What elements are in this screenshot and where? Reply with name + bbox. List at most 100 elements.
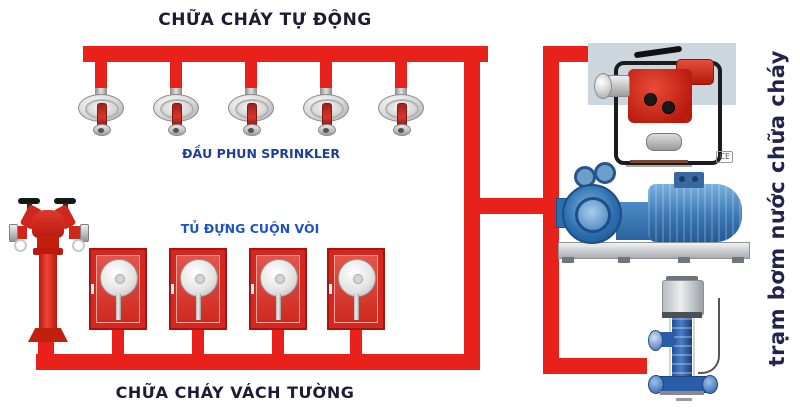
pipe-cabinet-riser xyxy=(192,324,204,356)
sprinkler-head xyxy=(78,88,124,144)
cabinet-handle xyxy=(91,284,94,294)
pump-stage-rings xyxy=(672,318,692,380)
cabinet-window xyxy=(96,255,140,323)
hydrant-flange xyxy=(33,248,63,255)
hose-reel-arm xyxy=(196,294,201,320)
hose-reel-cabinet xyxy=(169,248,227,330)
cabinet-handle xyxy=(171,284,174,294)
cabinet-window xyxy=(176,255,220,323)
hose-reel xyxy=(180,259,218,297)
pump-tie-rod xyxy=(669,318,671,380)
hydrant-collar xyxy=(37,236,59,249)
ce-mark: CE xyxy=(716,151,733,163)
hydrant-outlet-cap xyxy=(80,224,89,242)
photo-caption-line xyxy=(630,160,688,163)
pipe-bridge xyxy=(464,198,559,214)
electric-motor xyxy=(648,184,742,242)
sprinkler-orifice xyxy=(248,128,254,133)
hose-reel-arm xyxy=(354,294,359,320)
sprinkler-stem xyxy=(170,88,182,97)
pump-stage-column xyxy=(672,318,692,380)
pump-foot xyxy=(732,257,744,263)
hydrant-base xyxy=(28,328,68,342)
hose-cabinet-label: TỦ ĐỰNG CUỘN VÒI xyxy=(180,221,320,236)
sprinkler-stem xyxy=(395,88,407,97)
pipe-pump-header xyxy=(543,46,559,374)
hydrant-valve-handle xyxy=(18,198,40,204)
pipe-cabinet-riser xyxy=(350,324,362,356)
pump-foot xyxy=(562,257,574,263)
sprinkler-stem xyxy=(95,88,107,97)
hose-reel-cabinet xyxy=(327,248,385,330)
pump-gauge xyxy=(662,101,675,114)
sprinkler-stem xyxy=(245,88,257,97)
pump-tie-rod xyxy=(693,318,695,380)
sprinkler-head xyxy=(378,88,424,144)
pump-outlet-cap xyxy=(594,73,612,99)
pipe-stub-multistage xyxy=(543,358,647,374)
hydrant-column xyxy=(39,254,57,330)
hose-reel xyxy=(338,259,376,297)
cabinet-handle xyxy=(251,284,254,294)
pump-bearing-frame xyxy=(616,202,650,240)
pipe-sprinkler-main xyxy=(83,46,488,62)
pump-foot xyxy=(618,257,630,263)
motor-top-cap xyxy=(666,276,698,282)
hydrant-valve-handle xyxy=(54,198,76,204)
sprinkler-head xyxy=(228,88,274,144)
terminal-box-bolt xyxy=(692,176,698,182)
sprinkler-orifice xyxy=(173,128,179,133)
hose-reel-hub xyxy=(353,274,363,284)
pump-motor xyxy=(662,280,704,316)
pipe-hydrant-elbow xyxy=(38,340,54,358)
hydrant-chain-ring xyxy=(72,239,85,252)
pump-muffler xyxy=(646,133,682,151)
pump-station-label-text: trạm bơm nước chữa cháy xyxy=(765,49,789,367)
hydrant-head xyxy=(32,210,64,238)
pipe-stub-fire-pump xyxy=(543,46,595,62)
hose-reel-arm xyxy=(116,294,121,320)
pump-base-flange xyxy=(702,375,718,394)
pump-valve-handwheel xyxy=(594,162,616,184)
pipe-wall-main xyxy=(36,354,480,370)
photo-caption-line xyxy=(626,165,692,167)
sprinkler-stem xyxy=(320,88,332,97)
pump-base-flange xyxy=(648,375,664,394)
hydrant-chain-ring xyxy=(14,239,27,252)
pump-gauge xyxy=(644,93,657,106)
motor-cooling-fins xyxy=(648,184,742,242)
pump-port-flange xyxy=(648,330,663,351)
motor-terminal-box xyxy=(674,172,704,188)
fire-hydrant xyxy=(9,196,89,348)
hose-reel-cabinet xyxy=(89,248,147,330)
wall-hydrant-title: CHỮA CHÁY VÁCH TƯỜNG xyxy=(115,383,355,402)
sprinkler-head xyxy=(153,88,199,144)
pump-engine-body xyxy=(628,69,692,123)
sprinkler-orifice xyxy=(323,128,329,133)
centrifugal-pump-photo xyxy=(556,160,754,268)
hose-reel-hub xyxy=(275,274,285,284)
cabinet-window xyxy=(256,255,300,323)
sprinkler-head xyxy=(303,88,349,144)
terminal-box-bolt xyxy=(679,176,685,182)
pump-baseplate xyxy=(558,242,750,259)
hose-reel-cabinet xyxy=(249,248,307,330)
pipe-cabinet-riser xyxy=(112,324,124,356)
pump-base-plate xyxy=(660,391,704,395)
sprinkler-orifice xyxy=(98,128,104,133)
pump-station-label: trạm bơm nước chữa cháy xyxy=(754,42,800,374)
hose-reel-arm xyxy=(276,294,281,320)
cabinet-handle xyxy=(329,284,332,294)
sprinkler-label: ĐẦU PHUN SPRINKLER xyxy=(182,146,340,161)
vertical-multistage-pump-photo xyxy=(636,276,732,404)
portable-fire-pump-photo: CE xyxy=(588,33,736,171)
hydrant-outlet-cap xyxy=(9,224,18,242)
photo-caption-line xyxy=(676,398,692,401)
pump-foot xyxy=(678,257,690,263)
hose-reel xyxy=(100,259,138,297)
sprinkler-orifice xyxy=(398,128,404,133)
pump-tube-frame xyxy=(614,61,722,165)
hose-reel-hub xyxy=(195,274,205,284)
hose-reel xyxy=(260,259,298,297)
